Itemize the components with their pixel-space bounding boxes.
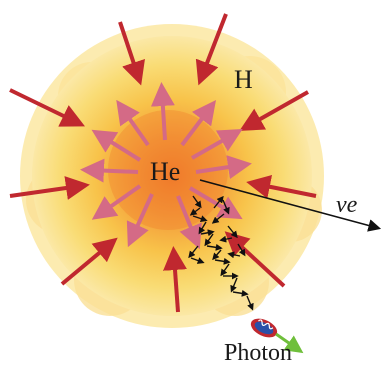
outflow-arrow	[126, 193, 154, 248]
inflow-arrow	[246, 174, 317, 199]
outflow-arrow	[116, 99, 150, 147]
hydrogen-label: H	[234, 65, 253, 94]
inflow-arrow	[239, 90, 309, 131]
outflow-arrow	[191, 129, 243, 160]
outflow-arrow	[150, 82, 175, 141]
outflow-arrow	[180, 100, 217, 147]
outflow-arrow	[195, 155, 252, 179]
outflow-arrow	[91, 129, 142, 162]
photon-label: Photon	[224, 340, 292, 366]
inflow-arrow	[195, 13, 228, 86]
photon-random-walk	[188, 195, 254, 311]
inflow-arrow	[60, 237, 118, 286]
helium-label: He	[150, 157, 180, 186]
outflow-arrow	[91, 184, 142, 220]
neutrino-arrow	[199, 179, 382, 232]
outflow-arrow	[80, 158, 139, 183]
neutrino-label: νe	[336, 192, 358, 218]
outflow-arrow	[176, 195, 202, 250]
inflow-arrows	[9, 13, 317, 313]
outflow-arrows	[80, 82, 252, 250]
inflow-arrow	[163, 246, 187, 313]
inflow-arrow	[9, 88, 85, 127]
inflow-arrow	[224, 231, 286, 288]
inflow-arrow	[118, 21, 145, 86]
inflow-arrow	[9, 176, 90, 200]
photon-wave-icon	[250, 318, 304, 354]
